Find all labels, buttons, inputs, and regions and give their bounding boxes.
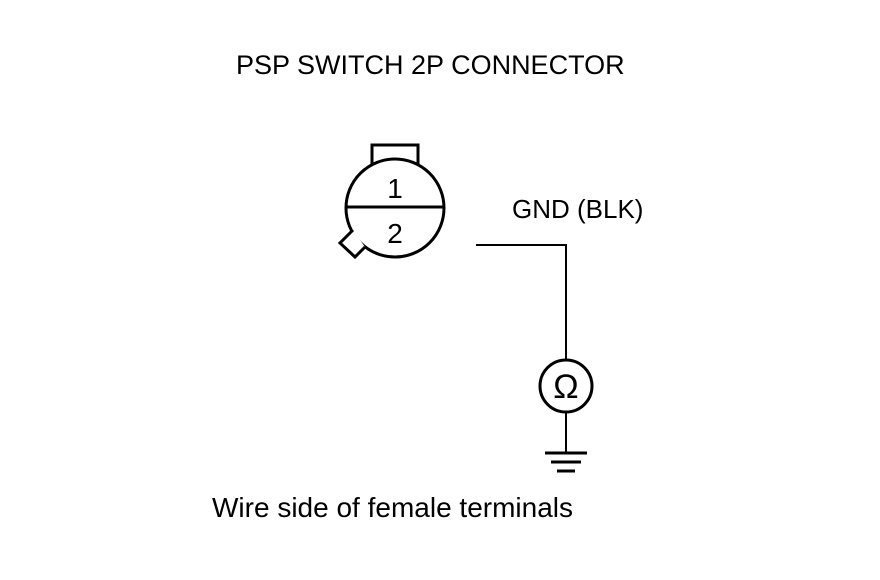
ohm-symbol: Ω — [553, 368, 578, 406]
ohmmeter-icon: Ω — [538, 358, 594, 414]
gnd-wire — [476, 244, 567, 361]
connector-2p — [337, 143, 446, 260]
diagram-title: PSP SWITCH 2P CONNECTOR — [236, 50, 625, 80]
connector-key — [337, 228, 367, 260]
wire-label-gnd: GND (BLK) — [512, 194, 644, 224]
terminal-1-label: 1 — [387, 173, 403, 204]
diagram-caption: Wire side of female terminals — [212, 492, 574, 523]
ground-icon — [545, 451, 587, 473]
terminal-2-label: 2 — [387, 218, 403, 249]
